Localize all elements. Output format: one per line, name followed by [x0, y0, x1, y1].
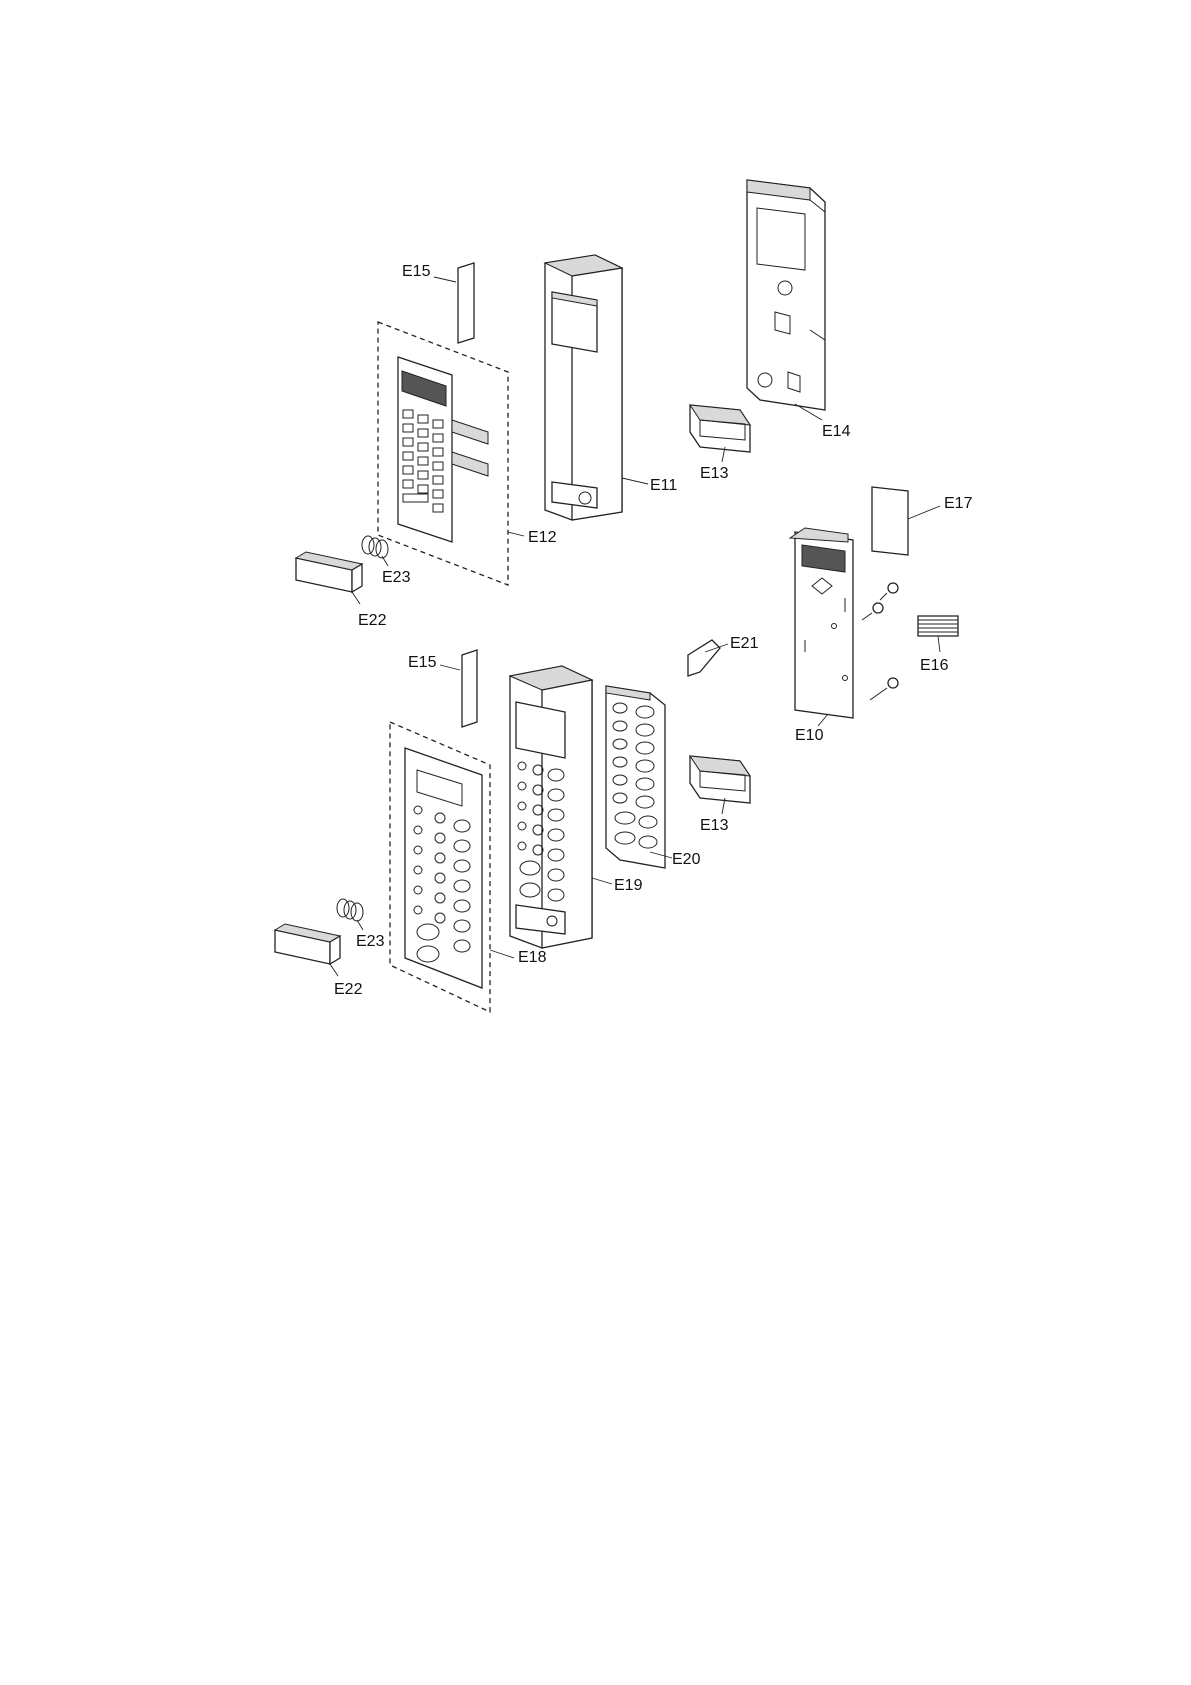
part-e11 — [545, 255, 648, 520]
label-e13-bottom: E13 — [700, 817, 729, 834]
label-e11: E11 — [650, 477, 677, 494]
label-e22-top: E22 — [358, 612, 387, 629]
label-e14: E14 — [822, 423, 851, 440]
part-e13-bottom — [690, 756, 750, 814]
label-e12: E12 — [528, 529, 557, 546]
part-e20 — [606, 686, 672, 868]
screws-e10 — [862, 583, 898, 700]
label-e23-top: E23 — [382, 569, 411, 586]
label-e20: E20 — [672, 851, 701, 868]
part-e17 — [872, 487, 940, 555]
label-e19: E19 — [614, 877, 643, 894]
part-e23-top — [362, 536, 388, 566]
part-e15-bottom — [440, 650, 477, 727]
part-e22-bottom — [275, 924, 340, 976]
part-e15-top — [434, 263, 474, 343]
label-e16: E16 — [920, 657, 949, 674]
part-e14 — [747, 180, 825, 420]
part-e21 — [688, 640, 728, 676]
part-e13-top — [690, 405, 750, 462]
part-e10 — [790, 528, 853, 726]
label-e15-bottom: E15 — [408, 654, 437, 671]
part-e19 — [510, 666, 612, 948]
label-e21: E21 — [730, 635, 759, 652]
part-e12-group — [378, 322, 524, 585]
label-e23-bottom: E23 — [356, 933, 385, 950]
label-e22-bottom: E22 — [334, 981, 363, 998]
label-e18: E18 — [518, 949, 547, 966]
label-e13-top: E13 — [700, 465, 729, 482]
label-e15-top: E15 — [402, 263, 431, 280]
label-e17: E17 — [944, 495, 973, 512]
part-e16 — [918, 616, 958, 652]
part-e22-top — [296, 552, 362, 604]
part-e23-bottom — [337, 899, 363, 930]
part-e18-group — [390, 722, 514, 1012]
label-e10: E10 — [795, 727, 824, 744]
